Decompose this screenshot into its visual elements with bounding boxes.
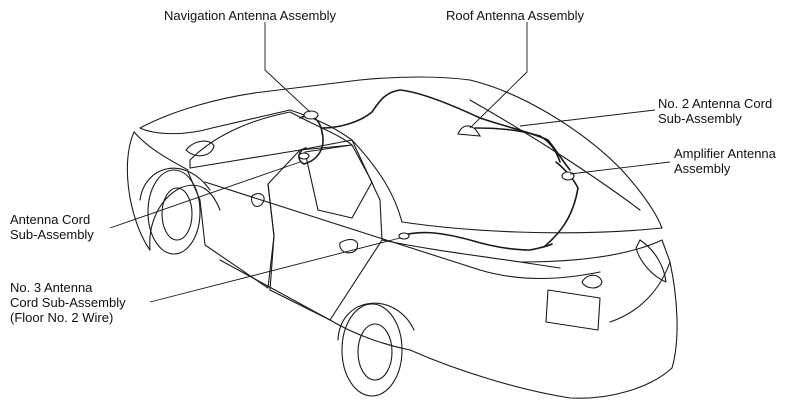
- tail-light: [635, 239, 667, 283]
- label-no3-line2: Cord Sub-Assembly: [10, 295, 126, 310]
- rear-wheel-outer: [341, 303, 403, 397]
- license-plate: [545, 289, 601, 331]
- rocker-panel: [219, 259, 411, 351]
- front-wheel-inner: [161, 187, 193, 241]
- front-door-handle: [251, 193, 265, 207]
- label-amplifier-line2: Assembly: [674, 161, 731, 176]
- amplifier-module: [561, 171, 575, 181]
- b-pillar: [267, 183, 275, 291]
- rear-window-glass: [469, 99, 641, 211]
- rear-deck: [401, 221, 663, 234]
- front-door: [187, 149, 301, 289]
- leader-no3: [149, 237, 401, 303]
- front-wheel-arch: [139, 167, 211, 201]
- label-cord-line2: Sub-Assembly: [10, 227, 94, 242]
- c-pillar: [351, 139, 403, 223]
- label-amplifier-antenna: Amplifier Antenna Assembly: [674, 146, 776, 176]
- trunk-lid: [519, 239, 671, 323]
- label-antenna-cord: Antenna Cord Sub-Assembly: [10, 212, 94, 242]
- trunk-emblem: [581, 274, 603, 289]
- roof-antenna-fin: [457, 125, 482, 137]
- front-window: [189, 111, 353, 169]
- label-navigation-antenna: Navigation Antenna Assembly: [164, 8, 336, 23]
- floor-connector: [398, 232, 410, 240]
- rear-wheel-inner: [357, 323, 393, 381]
- rear-door: [269, 139, 383, 321]
- label-no2-line2: Sub-Assembly: [658, 111, 742, 126]
- rear-window: [304, 144, 373, 219]
- leader-navigation: [264, 22, 311, 113]
- label-no2-antenna-cord: No. 2 Antenna Cord Sub-Assembly: [658, 96, 772, 126]
- roof-side-edge: [139, 109, 353, 141]
- rear-bumper: [409, 261, 678, 399]
- navigation-antenna-module: [303, 110, 319, 120]
- rear-quarter: [381, 239, 561, 269]
- front-fender: [149, 184, 221, 251]
- roof-cord-wire: [321, 89, 571, 171]
- label-no3-antenna-cord: No. 3 Antenna Cord Sub-Assembly (Floor N…: [10, 280, 126, 325]
- rear-wheel-arch: [337, 302, 415, 341]
- side-mirror: [185, 140, 215, 157]
- no2-cord-wire: [474, 127, 561, 163]
- hood-line: [133, 131, 189, 171]
- label-cord-line1: Antenna Cord: [10, 212, 91, 227]
- label-no3-line1: No. 3 Antenna: [10, 280, 93, 295]
- floor-wire: [399, 231, 553, 251]
- front-wheel-outer: [147, 169, 201, 255]
- cabin-floor-line: [204, 181, 601, 280]
- leader-roof: [469, 22, 528, 129]
- rear-door-handle: [339, 238, 358, 254]
- leader-amplifier: [569, 161, 671, 175]
- label-no2-line1: No. 2 Antenna Cord: [658, 96, 773, 111]
- cord-connector: [298, 152, 310, 160]
- front-bumper: [126, 131, 151, 251]
- label-no3-line3: (Floor No. 2 Wire): [10, 310, 114, 325]
- leader-cord: [109, 161, 301, 229]
- leader-no2: [519, 109, 656, 127]
- roof-outline: [139, 76, 663, 229]
- label-amplifier-line1: Amplifier Antenna: [674, 146, 776, 161]
- label-roof-antenna: Roof Antenna Assembly: [446, 8, 585, 23]
